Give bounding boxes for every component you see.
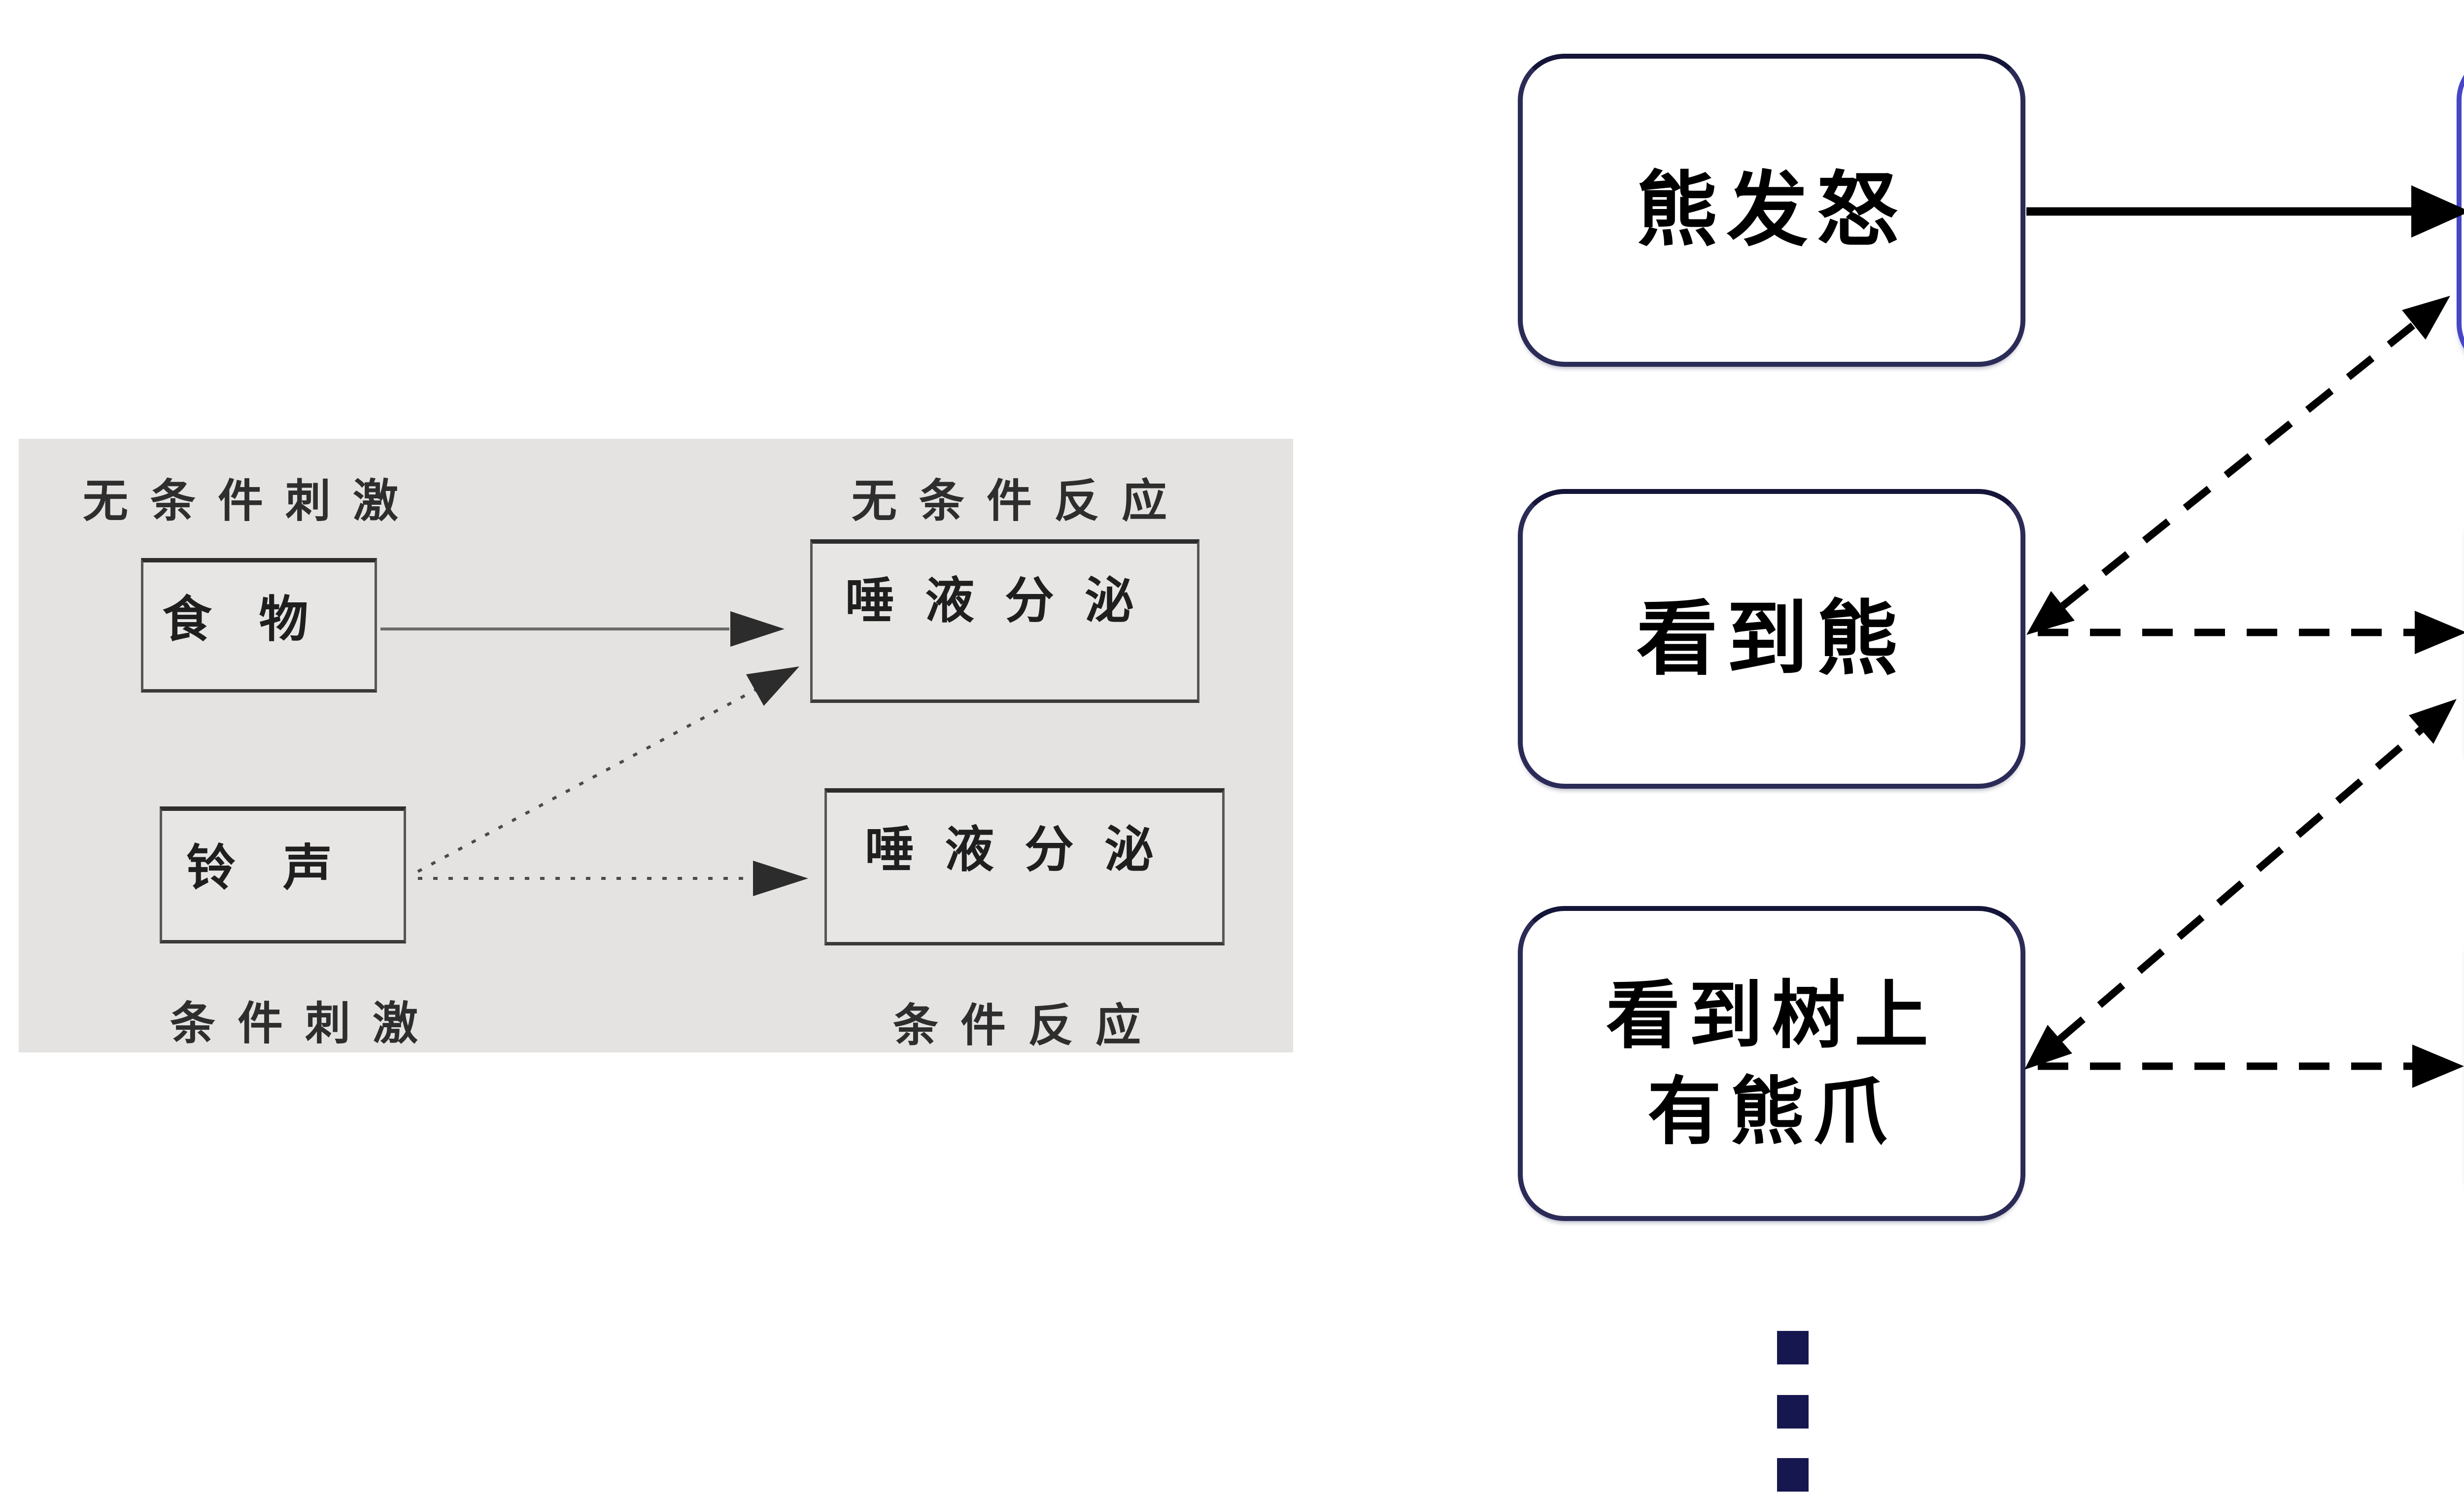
box-bell-label: 铃声 [186,840,379,896]
box-salivation-top-label: 唾液分泌 [845,573,1164,628]
arrow-see-bear-to-value-next [2038,611,2464,654]
label-unconditioned-response: 无条件反应 [852,476,1190,526]
arrow-bear-angry-to-reward [2026,185,2464,238]
box-salivation-top: 唾液分泌 [810,539,1199,703]
box-food-label: 食物 [162,592,356,647]
classical-conditioning-panel: 无条件刺激 无条件反应 食物 唾液分泌 铃声 唾液分泌 条件刺激 条件反应 [19,439,1293,1052]
arrow-see-bear-to-reward [2026,296,2450,635]
box-bell: 铃声 [160,806,406,943]
node-reward: 奖励 [2457,53,2464,370]
box-salivation-bottom: 唾液分泌 [824,788,1225,945]
left-ellipsis-dot [1777,1395,1809,1429]
label-unconditioned-stimulus: 无条件刺激 [83,476,421,526]
node-see-bear-claw: 看到树上 有熊爪 [1518,906,2025,1221]
label-conditioned-response: 条件反应 [893,1001,1164,1051]
left-ellipsis-dot [1777,1458,1809,1492]
arrow-see-claw-to-value-next [2024,699,2457,1070]
node-see-bear: 看到熊 [1518,489,2025,789]
node-see-bear-label: 看到熊 [1636,593,1907,684]
node-bear-angry: 熊发怒 [1518,54,2025,367]
box-salivation-bottom-label: 唾液分泌 [865,822,1184,877]
arrow-see-claw-to-value-current [2038,1045,2464,1088]
node-see-bear-claw-label: 看到树上 有熊爪 [1606,968,1937,1160]
node-see-bear-claw-line2: 有熊爪 [1647,1070,1896,1153]
node-bear-angry-label: 熊发怒 [1636,165,1907,256]
left-ellipsis-dot [1777,1331,1809,1364]
box-food: 食物 [141,558,377,693]
node-see-bear-claw-line1: 看到树上 [1606,974,1937,1057]
label-conditioned-stimulus: 条件刺激 [170,999,441,1049]
